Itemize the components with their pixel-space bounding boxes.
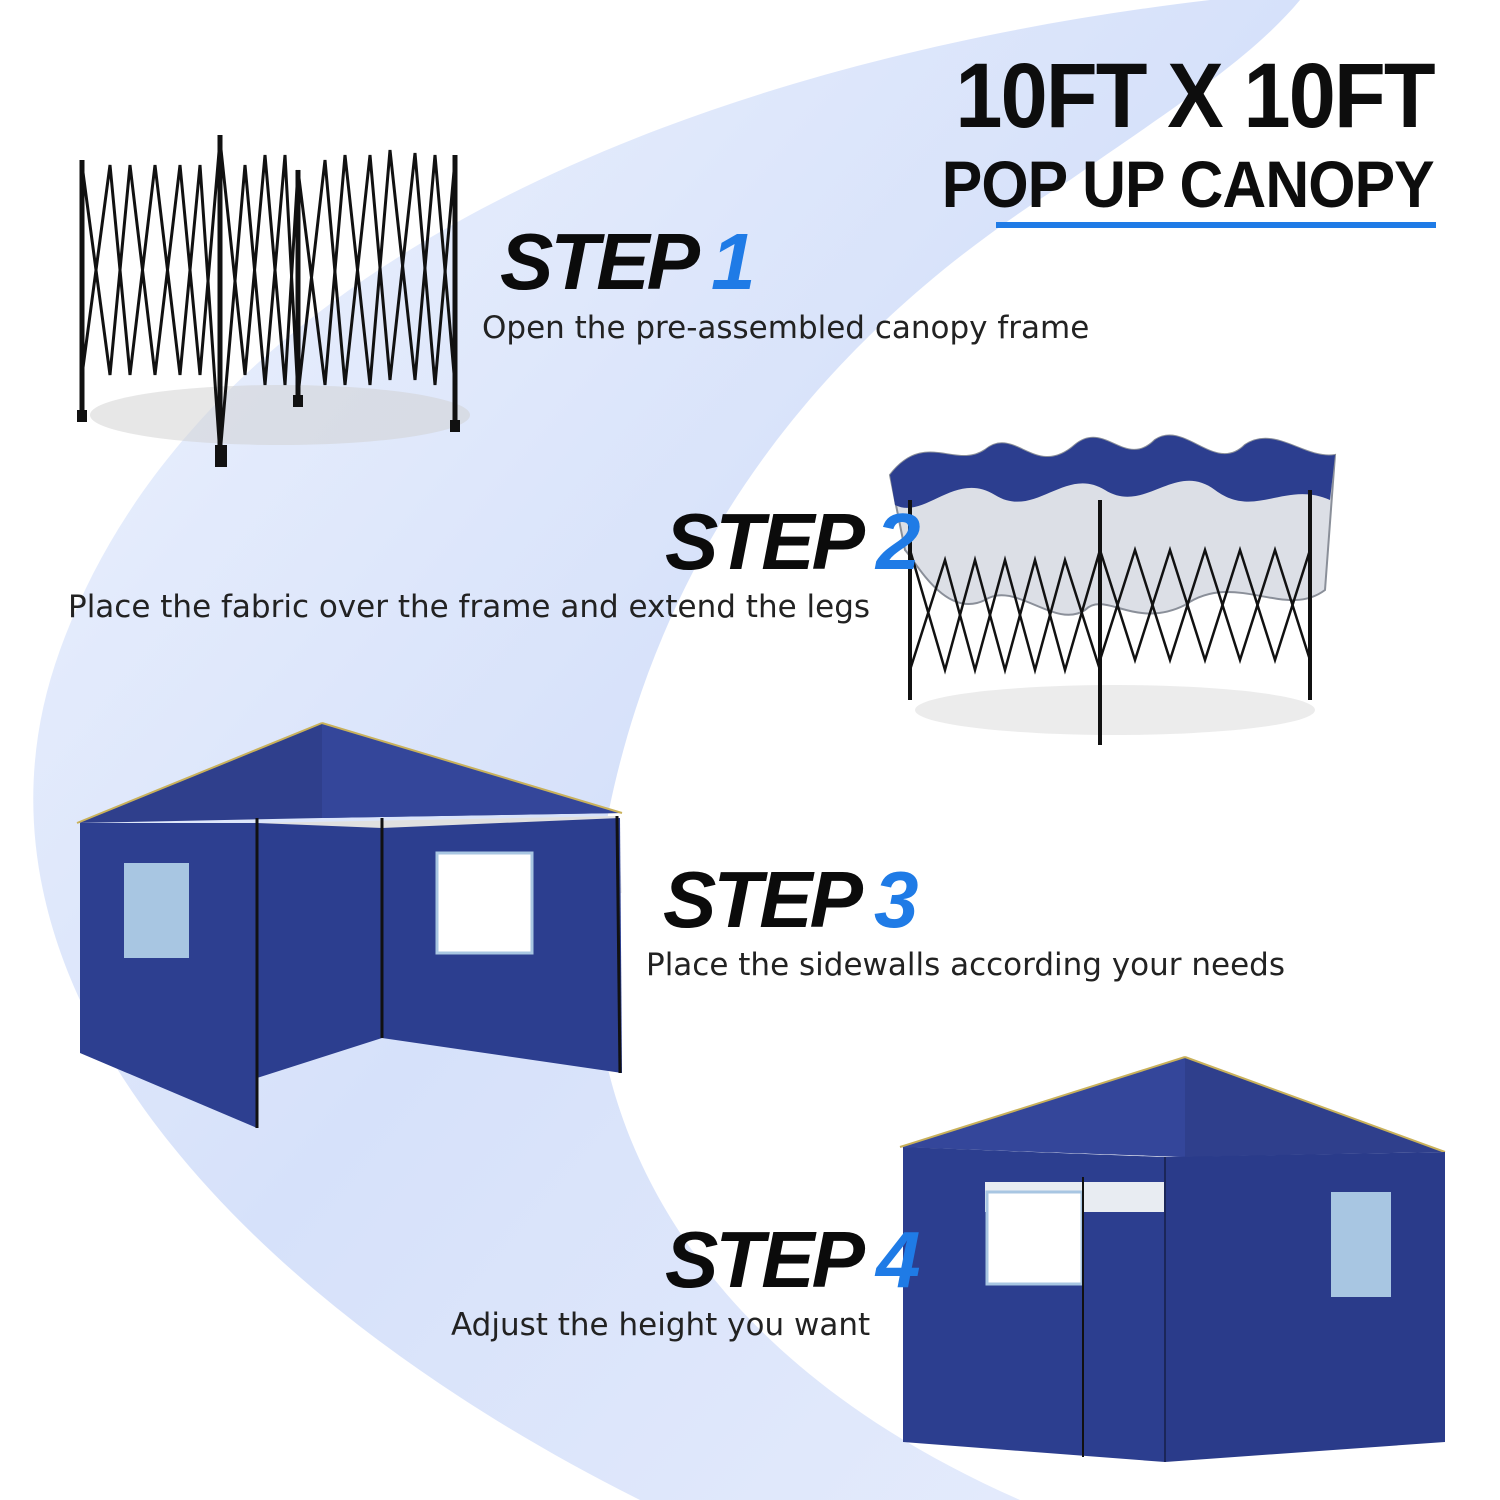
canopy-two-walls-icon [76,722,623,1128]
step-3-description: Place the sidewalls according your needs [646,947,1285,983]
step-2-description: Place the fabric over the frame and exte… [68,589,871,625]
folding-frame-icon [77,135,470,467]
step-label: STEP [663,855,863,944]
title-line-1: 10FT X 10FT [955,45,1436,147]
step-label: STEP [665,1215,865,1304]
step-number: 2 [875,497,920,586]
step-4-description: Adjust the height you want [451,1307,871,1343]
step-number: 3 [873,855,918,944]
page-title: 10FT X 10FT POP UP CANOPY [899,45,1436,224]
step-number: 4 [875,1215,920,1304]
title-line-2: POP UP CANOPY [942,147,1435,221]
step-label: STEP [665,497,865,586]
step-number: 1 [710,217,755,306]
canopy-four-walls-icon [899,1056,1446,1462]
frame-with-fabric-icon [888,434,1337,745]
title-underline [996,222,1436,228]
step-label: STEP [500,217,700,306]
step-1-description: Open the pre-assembled canopy frame [482,310,1090,346]
